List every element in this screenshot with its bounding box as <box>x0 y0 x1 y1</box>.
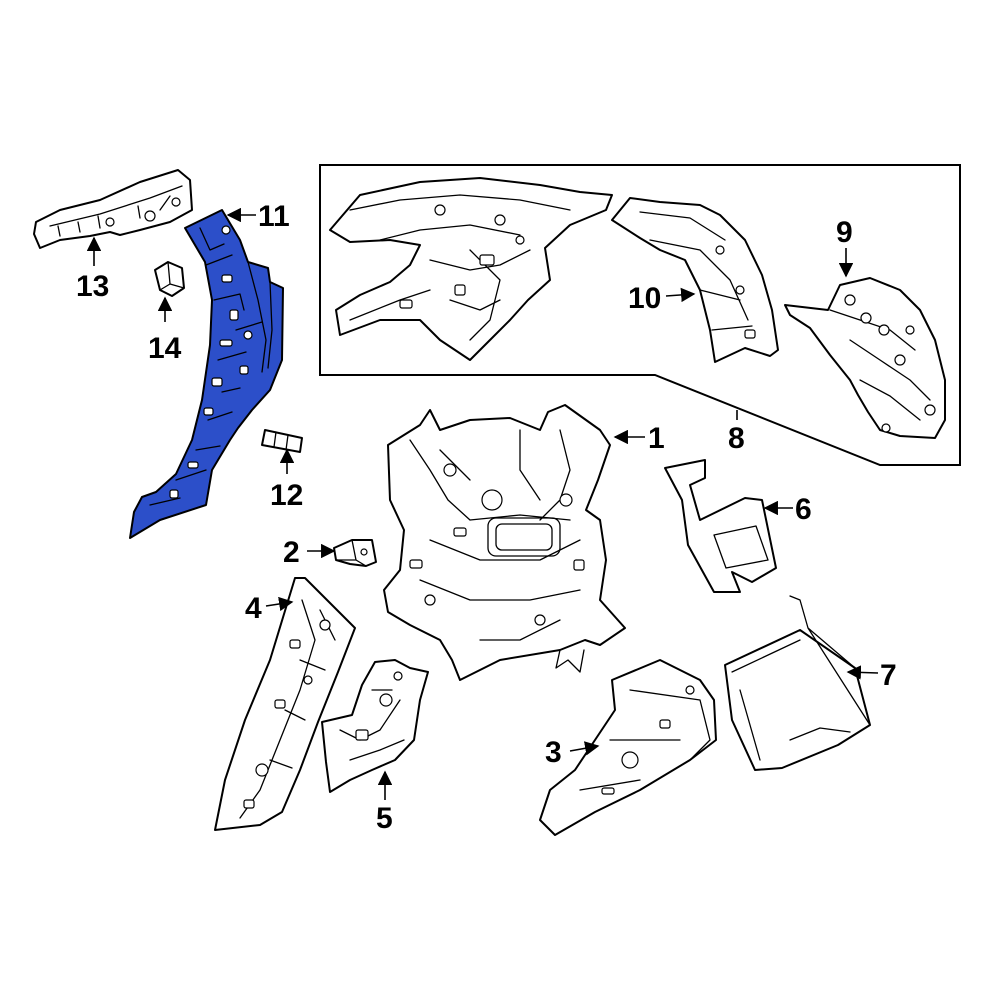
part-6-bracket[interactable] <box>664 459 777 593</box>
callout-3: 3 <box>545 736 600 769</box>
part-13-rail[interactable] <box>33 169 193 249</box>
part-10-panel[interactable] <box>611 197 779 363</box>
callout-14-label: 14 <box>148 332 182 365</box>
part-9-panel[interactable] <box>784 277 946 439</box>
callout-12-label: 12 <box>270 479 303 512</box>
callout-8: 8 <box>728 410 745 455</box>
callout-10: 10 <box>628 282 696 315</box>
part-8-upper-assembly[interactable] <box>329 177 613 361</box>
callout-7-label: 7 <box>880 659 897 692</box>
callout-11: 11 <box>226 200 290 233</box>
part-7-side-panel[interactable] <box>724 595 871 771</box>
part-11-pillar[interactable] <box>129 209 284 539</box>
callout-5-label: 5 <box>376 802 393 835</box>
callout-8-label: 8 <box>728 422 745 455</box>
callout-13: 13 <box>76 236 109 303</box>
part-5-bracket-panel[interactable] <box>321 659 429 793</box>
callout-12: 12 <box>270 448 303 512</box>
callout-5: 5 <box>376 770 393 835</box>
callout-14: 14 <box>148 296 182 365</box>
callout-10-label: 10 <box>628 282 661 315</box>
callout-4-label: 4 <box>245 592 262 625</box>
callout-2: 2 <box>283 536 336 569</box>
callout-9-label: 9 <box>836 216 853 249</box>
callout-4: 4 <box>245 592 294 625</box>
part-3-trim-panel[interactable] <box>539 659 717 836</box>
part-4-lower-panel[interactable] <box>214 577 356 831</box>
callout-1: 1 <box>613 422 665 455</box>
callout-6-label: 6 <box>795 493 812 526</box>
callout-13-label: 13 <box>76 270 109 303</box>
part-1-inner-panel[interactable] <box>383 404 626 681</box>
part-12-insulator[interactable] <box>261 429 303 453</box>
part-2-bracket[interactable] <box>333 539 377 567</box>
callout-1-label: 1 <box>648 422 665 455</box>
callout-6: 6 <box>763 493 812 526</box>
callout-7: 7 <box>846 659 897 692</box>
part-14-bracket[interactable] <box>154 261 185 297</box>
callout-9: 9 <box>836 216 854 278</box>
callout-3-label: 3 <box>545 736 562 769</box>
group-8-frame <box>319 164 961 466</box>
callout-11-label: 11 <box>258 200 290 233</box>
callout-2-label: 2 <box>283 536 300 569</box>
